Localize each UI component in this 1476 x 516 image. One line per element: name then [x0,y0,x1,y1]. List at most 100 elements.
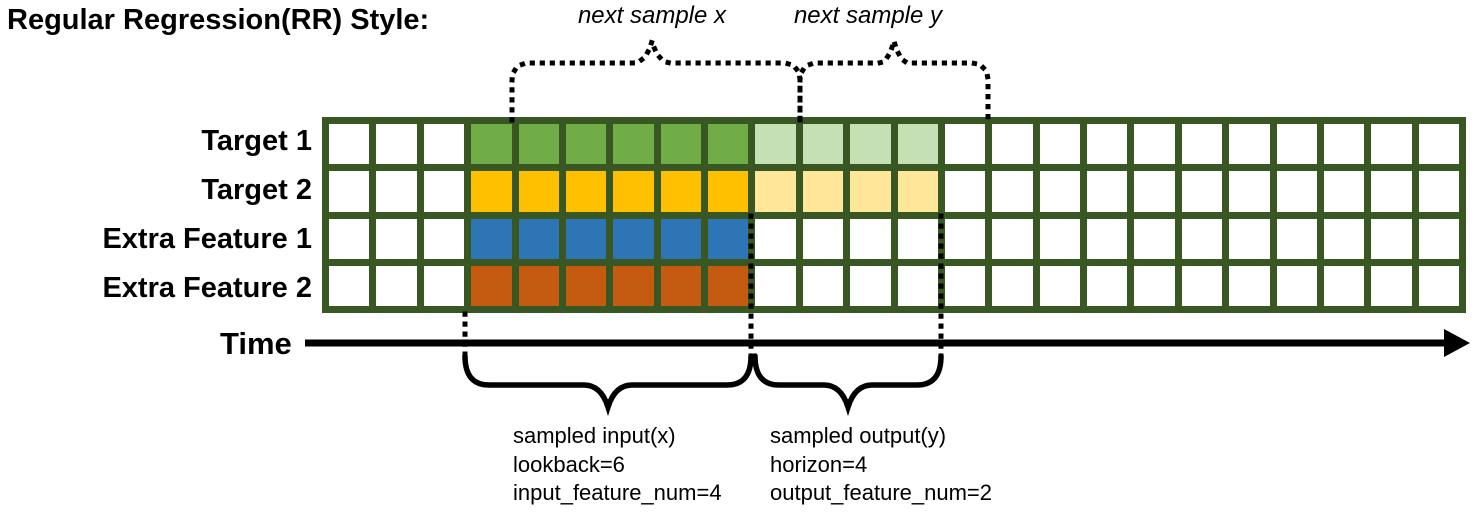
row-labels: Target 1 Target 2 Extra Feature 1 Extra … [0,117,312,313]
grid-cell [755,218,796,259]
grid-cell [944,171,986,212]
grid-cell [708,124,749,165]
grid-cell [1039,265,1080,306]
grid-cell [565,218,607,259]
grid-cell [518,218,559,259]
grid-cell [613,218,654,259]
grid-cell [1323,171,1365,212]
row-label-target-1: Target 1 [201,125,312,157]
sampled-output-info: sampled output(y) horizon=4 output_featu… [770,422,992,508]
grid-cell [1371,265,1412,306]
time-axis-arrowhead-icon [1444,329,1470,357]
grid-cell [1134,218,1175,259]
sampled-output-feature-num: output_feature_num=2 [770,480,993,505]
grid-cell [1229,218,1270,259]
grid-cell [897,265,938,306]
grid-cell [897,124,938,165]
grid-cell [423,218,465,259]
grid-cell [802,124,844,165]
grid-cell [802,265,844,306]
grid-cell [755,124,796,165]
grid-cell [897,171,938,212]
diagram-title: Regular Regression(RR) Style: [7,4,430,36]
grid-cell [565,124,607,165]
grid-cell [850,265,891,306]
grid-cell [518,265,559,306]
grid-cell [708,265,749,306]
grid-cell [1418,218,1459,259]
grid-cell [755,265,796,306]
grid-cell [1087,218,1128,259]
grid-cell [992,171,1033,212]
sampled-input-lookback: lookback=6 [513,451,625,477]
grid-cell [708,218,749,259]
grid-cell [708,171,749,212]
grid-cell [376,124,417,165]
sampled-output-horizon: horizon=4 [770,451,868,477]
grid-cell [1229,265,1270,306]
grid-cell [423,124,465,165]
sampled-input-title: sampled input(x) [513,423,676,448]
grid-cell [1323,124,1365,165]
grid-cell [423,171,465,212]
grid-cell [1418,171,1459,212]
grid-cell [1276,171,1317,212]
grid-cell [1039,124,1080,165]
grid-cell [1134,171,1175,212]
grid-cell [1276,124,1317,165]
grid-cell [755,171,796,212]
grid-cell [565,171,607,212]
grid-cell [471,218,512,259]
sampled-input-info: sampled input(x) lookback=6 input_featur… [513,422,722,508]
grid-cell [1087,265,1128,306]
grid-cell [1181,171,1223,212]
grid-cell [850,171,891,212]
grid-cell [1229,171,1270,212]
grid-cell [850,124,891,165]
next-sample-y-label: next sample y [793,2,943,29]
grid-cell [518,171,559,212]
grid-cell [565,265,607,306]
grid-cell [1181,265,1223,306]
sampled-input-brace [462,353,754,417]
sampled-output-brace [752,353,944,417]
grid-cell [1418,265,1459,306]
grid-cell [1087,124,1128,165]
grid-cell [802,218,844,259]
grid-cell [944,265,986,306]
grid-cell [660,124,701,165]
grid-cell [471,265,512,306]
grid-cell [660,218,701,259]
grid-cell [1371,124,1412,165]
next-sample-x-label: next sample x [577,2,727,29]
grid-cell [376,218,417,259]
grid-cell [471,171,512,212]
grid-cell [1371,218,1412,259]
grid-cell [944,124,986,165]
grid-cell [897,218,938,259]
grid-cell [660,265,701,306]
grid-cell [329,218,370,259]
grid-cell [802,171,844,212]
grid-cell [1276,218,1317,259]
grid-cell [423,265,465,306]
grid-cell [1323,218,1365,259]
grid-cell [1039,171,1080,212]
grid-cell [1039,218,1080,259]
grid-cell [613,265,654,306]
grid-cell [1087,171,1128,212]
grid-cell [376,265,417,306]
grid-cell [471,124,512,165]
next-sample-y-brace [797,31,991,123]
grid-cell [850,218,891,259]
grid-cell [329,265,370,306]
grid-cell [329,171,370,212]
grid-cell [944,218,986,259]
grid-cell [613,124,654,165]
grid-cell [1229,124,1270,165]
grid-cell [1134,265,1175,306]
grid-cell [1276,265,1317,306]
grid-cell [1418,124,1459,165]
grid-cell [660,171,701,212]
